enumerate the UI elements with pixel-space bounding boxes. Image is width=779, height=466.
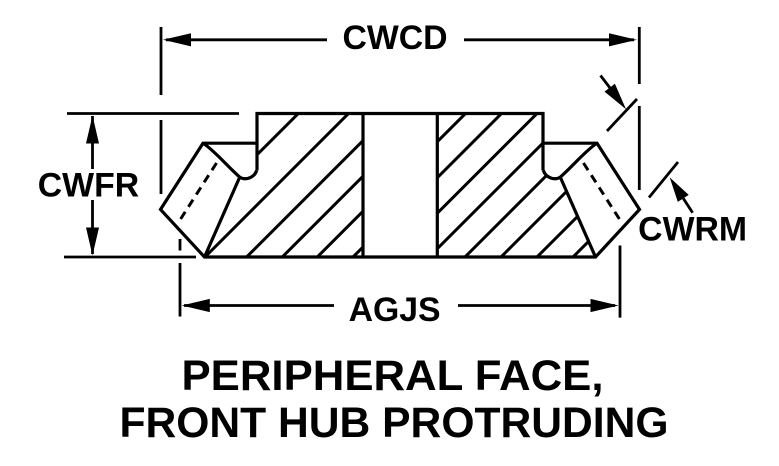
svg-text:PERIPHERAL FACE,: PERIPHERAL FACE, xyxy=(182,352,604,400)
svg-text:CWCD: CWCD xyxy=(342,19,447,57)
svg-text:CWRM: CWRM xyxy=(638,211,747,249)
svg-text:AGJS: AGJS xyxy=(349,291,441,329)
svg-text:CWFR: CWFR xyxy=(38,167,139,205)
svg-text:FRONT HUB PROTRUDING: FRONT HUB PROTRUDING xyxy=(120,399,669,447)
